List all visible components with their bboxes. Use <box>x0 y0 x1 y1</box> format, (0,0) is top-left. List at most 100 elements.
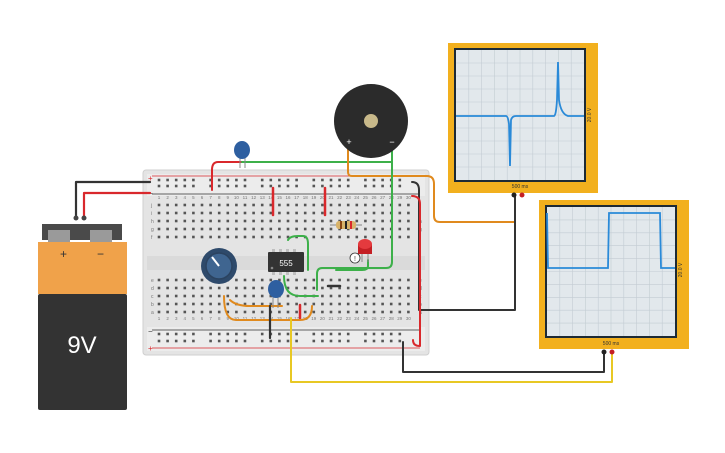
piezo-buzzer[interactable]: + − <box>334 84 408 158</box>
scope-bottom-time-label: 500 ms <box>603 341 620 347</box>
scope-top-volt-label: 20.0 V <box>587 107 593 122</box>
column-number: 30 <box>406 316 412 321</box>
column-number: 10 <box>234 195 240 200</box>
column-number: 25 <box>363 195 369 200</box>
battery-voltage-label: 9V <box>67 332 96 359</box>
battery-minus-label: − <box>97 247 104 261</box>
scope-bottom-black-wire <box>402 341 605 373</box>
column-number: 15 <box>277 316 283 321</box>
green-loop-2 <box>283 275 319 297</box>
battery-terminal-minus <box>90 230 112 242</box>
row-letter: i <box>151 211 152 217</box>
row-letter: g <box>151 227 154 233</box>
column-number: 13 <box>260 195 266 200</box>
column-number: 1 <box>158 195 161 200</box>
column-number: 3 <box>175 316 178 321</box>
row-letter: d <box>151 286 154 292</box>
column-number: 23 <box>346 195 352 200</box>
scope-top-grid <box>456 50 584 180</box>
potentiometer[interactable] <box>201 248 237 284</box>
column-number: 7 <box>209 195 212 200</box>
battery-9v[interactable]: + − 9V <box>38 224 127 410</box>
scope-bottom-probe-red <box>609 349 615 355</box>
battery-red-wire <box>82 191 152 220</box>
column-number: 19 <box>311 195 317 200</box>
led-info-icon <box>349 252 361 264</box>
column-number: 27 <box>380 316 386 321</box>
column-number: 5 <box>192 195 195 200</box>
column-number: 23 <box>346 316 352 321</box>
row-letter: j <box>150 203 152 209</box>
column-number: 8 <box>218 316 221 321</box>
column-number: 22 <box>337 316 343 321</box>
column-number: 16 <box>285 316 291 321</box>
column-number: 6 <box>201 316 204 321</box>
chip-555[interactable]: 555 <box>268 249 304 275</box>
row-letter: f <box>151 235 153 241</box>
column-number: 20 <box>320 195 326 200</box>
column-number: 12 <box>251 195 257 200</box>
column-number: 5 <box>192 316 195 321</box>
column-number: 29 <box>397 195 403 200</box>
column-number: 4 <box>184 316 187 321</box>
column-number: 9 <box>227 195 230 200</box>
svg-text:!: ! <box>354 256 356 263</box>
column-number: 29 <box>397 316 403 321</box>
column-number: 11 <box>243 316 248 321</box>
buzzer-orange-wire <box>347 145 516 223</box>
rail-minus-label-bottom: − <box>148 327 153 336</box>
column-number: 28 <box>389 316 395 321</box>
column-number: 13 <box>260 316 266 321</box>
scope-bottom-red-wire-2 <box>412 335 421 347</box>
row-letter: c <box>151 294 154 300</box>
row-letter: b <box>151 302 154 308</box>
scope-bottom-grid <box>547 207 675 336</box>
column-number: 24 <box>354 316 360 321</box>
scope-bottom-red-wire <box>411 195 421 337</box>
column-number: 15 <box>277 195 283 200</box>
column-number: 4 <box>184 195 187 200</box>
row-letter: e <box>151 278 154 284</box>
column-number: 8 <box>218 195 221 200</box>
column-number: 2 <box>166 316 169 321</box>
column-number: 14 <box>268 195 274 200</box>
capacitor-top[interactable] <box>234 141 250 168</box>
column-number: 11 <box>243 195 248 200</box>
column-number: 19 <box>311 316 317 321</box>
column-number: 27 <box>380 195 386 200</box>
column-number: 30 <box>406 195 412 200</box>
battery-terminal-plus <box>48 230 70 242</box>
scope-bottom-volt-label: 20.0 V <box>678 262 684 277</box>
column-number: 24 <box>354 195 360 200</box>
column-number: 9 <box>227 316 230 321</box>
column-number: 3 <box>175 195 178 200</box>
scope-top-probe-red <box>519 192 525 198</box>
scope-top-probe-black <box>511 192 517 198</box>
pot-orange-wire <box>223 295 313 321</box>
wires[interactable] <box>73 145 613 383</box>
resistor[interactable] <box>330 221 362 229</box>
column-number: 2 <box>166 195 169 200</box>
column-number: 7 <box>209 316 212 321</box>
column-number: 26 <box>371 195 377 200</box>
buzzer-green-wire <box>316 145 393 291</box>
column-number: 10 <box>234 316 240 321</box>
column-number: 18 <box>303 195 309 200</box>
buzzer-minus-label: − <box>389 137 394 147</box>
column-number: 22 <box>337 195 343 200</box>
scope-top-time-label: 500 ms <box>512 184 529 190</box>
column-number: 1 <box>158 316 161 321</box>
led-red[interactable]: ! <box>349 239 372 264</box>
green-led-wire <box>335 259 369 271</box>
oscilloscope-top[interactable]: 500 ms 20.0 V <box>448 43 598 198</box>
column-number: 6 <box>201 195 204 200</box>
oscilloscope-bottom[interactable]: 500 ms 20.0 V <box>539 200 689 355</box>
column-number: 26 <box>371 316 377 321</box>
row-letter: a <box>151 310 154 316</box>
battery-plus-label: + <box>60 247 67 261</box>
capacitor-bottom[interactable] <box>268 280 284 308</box>
column-number: 21 <box>328 195 334 200</box>
scope-yellow-wire <box>290 317 613 383</box>
scope-top-trace <box>456 61 584 167</box>
